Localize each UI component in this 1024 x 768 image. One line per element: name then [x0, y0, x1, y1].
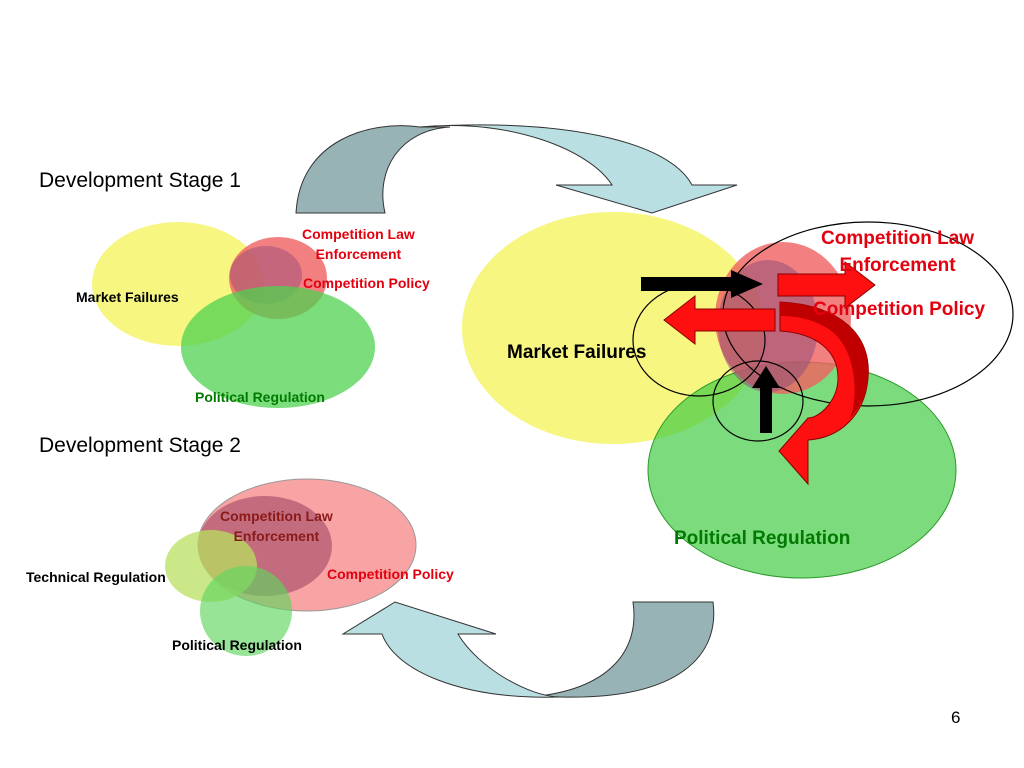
stage1-competition-law-label: Competition Law Enforcement — [302, 226, 415, 262]
page-number: 6 — [951, 708, 961, 727]
stage1-market-failures-label: Market Failures — [76, 289, 179, 305]
stage2-title: Development Stage 2 — [39, 434, 241, 457]
stage2-political-regulation-ellipse — [200, 566, 292, 656]
black-arrow-right — [641, 270, 763, 298]
stage2-competition-policy-label: Competition Policy — [327, 566, 454, 582]
red-curved-arrow-shade — [780, 302, 869, 418]
top-arrow-dark-band — [295, 125, 451, 214]
bottom-arrow-dark-band — [529, 601, 715, 698]
detail-competition-policy-label: Competition Policy — [813, 299, 986, 320]
stage2-venn — [165, 478, 417, 656]
stage1-political-regulation-ellipse — [181, 286, 375, 408]
stage2-political-regulation-label: Political Regulation — [172, 637, 302, 653]
detail-arrows — [641, 260, 876, 486]
black-arrow-up — [752, 366, 780, 433]
top-curved-arrow — [295, 124, 738, 214]
red-arrow-left — [663, 294, 776, 346]
detail-political-regulation-label: Political Regulation — [674, 528, 851, 549]
stage2-competition-law-label: Competition Law Enforcement — [220, 508, 333, 544]
stage1-venn — [92, 222, 375, 408]
top-arrow-light-body — [419, 124, 738, 214]
stage1-political-regulation-label: Political Regulation — [195, 389, 325, 405]
detail-market-failures-label: Market Failures — [507, 342, 647, 363]
bottom-curved-arrow — [341, 601, 715, 698]
stage1-competition-policy-label: Competition Policy — [303, 275, 430, 291]
detail-competition-law-label: Competition Law Enforcement — [821, 228, 975, 276]
detail-market-failures-ellipse — [462, 212, 764, 444]
bottom-arrow-light-body — [341, 601, 561, 698]
red-arrow-right — [777, 260, 876, 310]
detail-outline-bottom — [712, 360, 804, 442]
stage1-title: Development Stage 1 — [39, 169, 241, 192]
stage2-technical-regulation-label: Technical Regulation — [26, 569, 166, 585]
